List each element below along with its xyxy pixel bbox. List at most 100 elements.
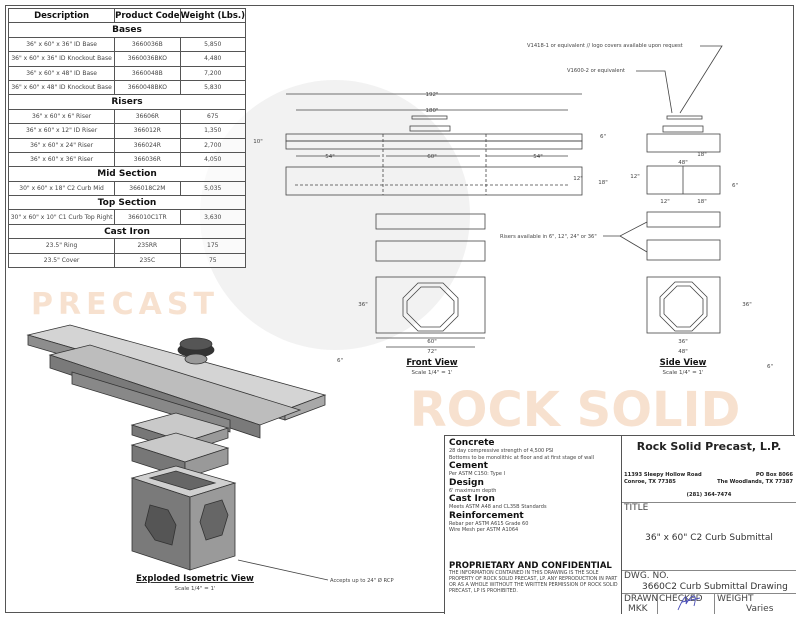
dim-54-left: 54" — [325, 154, 335, 160]
section-title: Top Section — [8, 195, 246, 211]
table-cell: 3660036BKO — [114, 51, 181, 67]
dim-60: 60" — [427, 154, 437, 160]
dim-6-top: 6" — [600, 134, 606, 140]
section-title: Risers — [8, 94, 246, 110]
title-label: TITLE — [624, 503, 649, 513]
drawing-number: 3660C2 Curb Submittal Drawing — [642, 582, 788, 592]
side-dim-6: 6" — [732, 183, 738, 189]
section-title: Bases — [8, 22, 246, 38]
note-heading: Cement — [449, 461, 488, 471]
dim-18: 18" — [598, 180, 608, 186]
title-block-right: Rock Solid Precast, L.P. 11393 Sleepy Ho… — [621, 436, 796, 614]
table-cell: 366036R — [114, 151, 181, 168]
po-city: The Woodlands, TX 77387 — [717, 478, 793, 485]
section-row: Risers — [8, 94, 246, 110]
note-line: 6' maximum depth — [449, 487, 497, 494]
address-right: PO Box 8066 The Woodlands, TX 77387 — [717, 472, 793, 485]
table-cell: 36" x 60" x 48" ID Knockout Base — [7, 79, 116, 96]
table-cell: 7,200 — [179, 65, 247, 81]
column-header: Product Code — [114, 7, 181, 24]
front-riser-6 — [375, 213, 486, 230]
drawn-by: MKK — [628, 604, 648, 614]
note-heading: Cast Iron — [449, 494, 495, 504]
address-left: 11393 Sleepy Hollow Road Conroe, TX 7738… — [624, 472, 702, 485]
proprietary-notice: PROPRIETARY AND CONFIDENTIAL THE INFORMA… — [449, 562, 621, 595]
note-line: Per ASTM C150: Type I — [449, 471, 505, 477]
front-dim-72: 72" — [427, 349, 437, 355]
side-dim-48: 48" — [678, 160, 688, 166]
front-view-scale: Scale 1/4" = 1' — [411, 370, 452, 376]
side-riser-6 — [646, 211, 721, 228]
checked-label: CHECKED — [659, 594, 703, 604]
front-top-elevation — [285, 93, 583, 196]
table-cell: 75 — [179, 252, 247, 269]
street-address: 11393 Sleepy Hollow Road — [624, 472, 702, 478]
po-box: PO Box 8066 — [755, 472, 793, 478]
risers-callout: Risers available in 6", 12", 24" or 36" — [500, 234, 597, 240]
drawing-title: 36" x 60" C2 Curb Submittal — [645, 533, 773, 543]
front-dim-60: 60" — [427, 339, 437, 345]
weight-label: WEIGHT — [717, 594, 754, 604]
section-row: Mid Section — [8, 166, 246, 182]
front-dim-36: 36" — [358, 302, 368, 308]
side-dim-12b: 12" — [660, 199, 670, 205]
note-line: 28 day compressive strength of 4,500 PSI — [449, 448, 554, 454]
table-cell: 23.5" Ring — [7, 238, 116, 254]
table-cell: 36" x 60" x 12" ID Riser — [7, 123, 116, 139]
note-heading: Reinforcement — [449, 510, 524, 521]
side-view-dim-48: 48" — [678, 349, 688, 355]
table-cell: 3,630 — [179, 209, 247, 225]
side-dim-18: 18" — [697, 152, 707, 158]
section-row: Top Section — [8, 195, 246, 211]
table-cell: 36" x 60" x 24" Riser — [7, 137, 116, 153]
front-view-label: Front View — [406, 358, 457, 368]
city-address: Conroe, TX 77385 — [624, 478, 676, 485]
note-heading: Concrete — [449, 438, 495, 448]
checked-signature — [677, 595, 701, 611]
note-line: Bottoms to be monolithic at floor and at… — [449, 454, 595, 461]
table-cell: 36" x 60" x 36" ID Knockout Base — [7, 51, 116, 67]
watermark: ROCK SOLID PRECAST — [31, 80, 740, 438]
table-cell: 366024R — [114, 137, 181, 153]
side-view-dim-36b: 36" — [678, 339, 688, 345]
note-line: Wire Mesh per ASTM A1064 — [449, 527, 519, 533]
table-cell: 366010C1TR — [114, 209, 181, 225]
side-riser-12 — [646, 239, 721, 261]
dim-180: 180" — [425, 108, 438, 114]
table-cell: 3660048BKO — [114, 79, 181, 96]
side-view-dim-6: 6" — [767, 364, 773, 370]
ring-callout: V1600-2 or equivalent — [567, 68, 625, 74]
dwg-no-label: DWG. NO. — [624, 571, 669, 581]
table-cell: 36" x 60" x 48" ID Base — [7, 65, 116, 81]
front-base — [375, 276, 486, 348]
side-view-scale: Scale 1/4" = 1' — [662, 370, 703, 376]
table-cell: 36606R — [114, 108, 181, 125]
table-cell: 36" x 60" x 36" Riser — [7, 151, 116, 168]
table-cell: 366018C2M — [114, 180, 181, 197]
table-cell: 5,850 — [179, 36, 247, 53]
dim-192: 192" — [425, 92, 438, 98]
watermark-text-2: PRECAST — [31, 287, 219, 322]
column-header: Description — [7, 7, 116, 24]
risers-leader — [603, 221, 648, 237]
note-heading: Design — [449, 477, 484, 488]
table-cell: 1,350 — [179, 123, 247, 139]
table-cell: 175 — [179, 238, 247, 254]
side-base — [646, 276, 721, 334]
cover-leader — [679, 45, 723, 114]
table-cell: 5,830 — [179, 79, 247, 96]
note-line: Meets ASTM A48 and CL35B Standards — [449, 504, 547, 510]
drawn-label: DRAWN — [624, 594, 659, 604]
table-cell: 3660036B — [114, 36, 181, 53]
